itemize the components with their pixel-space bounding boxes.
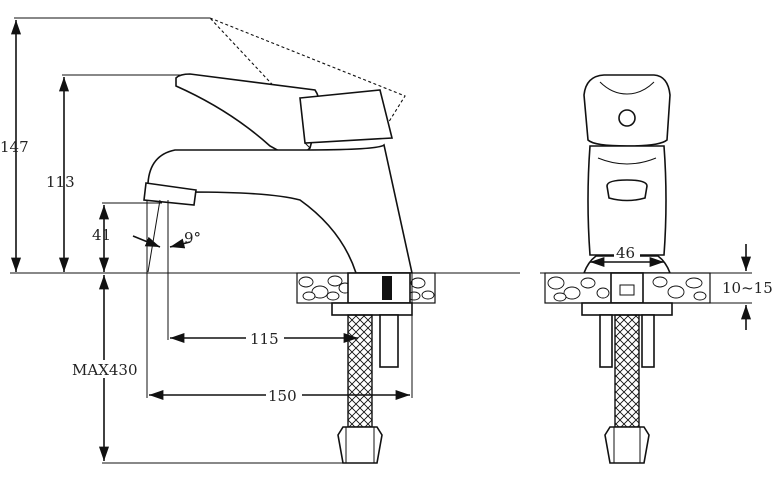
- front-view: 46 10~15: [540, 74, 773, 464]
- front-handle-button: [618, 109, 636, 127]
- spout-angle-line: [147, 199, 161, 273]
- mounting-stud: [379, 314, 399, 368]
- front-mounting-plate: [581, 302, 673, 316]
- dim-147-label: 147: [0, 138, 29, 156]
- front-stud-right: [641, 314, 655, 368]
- handle-body: [299, 89, 394, 144]
- front-aerator: [606, 179, 648, 202]
- hose-nut: [337, 426, 383, 464]
- front-stud-left: [599, 314, 613, 368]
- mounting-plate: [331, 302, 413, 316]
- dim-deck-label: 10~15: [722, 279, 773, 297]
- side-view: 147 113 41 9° 115 150 MAX430: [0, 17, 520, 464]
- front-braided-hose: [614, 314, 640, 428]
- dim-angle-label: 9°: [184, 229, 201, 247]
- shank: [347, 272, 411, 304]
- dim-max430-label: MAX430: [72, 361, 138, 379]
- shank-center-mark: [382, 276, 392, 300]
- dim-150-label: 150: [268, 387, 297, 405]
- dim-46-label: 46: [616, 244, 635, 262]
- handle: [175, 73, 321, 158]
- braided-hose: [347, 314, 373, 428]
- dim-115-label: 115: [250, 330, 279, 348]
- dim-41-label: 41: [92, 226, 111, 244]
- front-body-contour: [597, 157, 657, 165]
- aerator: [143, 182, 197, 206]
- front-hose-nut: [604, 426, 650, 464]
- spout-body: [147, 143, 413, 274]
- front-handle-contour: [599, 81, 655, 95]
- angle-arrow-right: [169, 238, 191, 249]
- dim-113-label: 113: [46, 173, 75, 191]
- handle-joint: [304, 142, 311, 149]
